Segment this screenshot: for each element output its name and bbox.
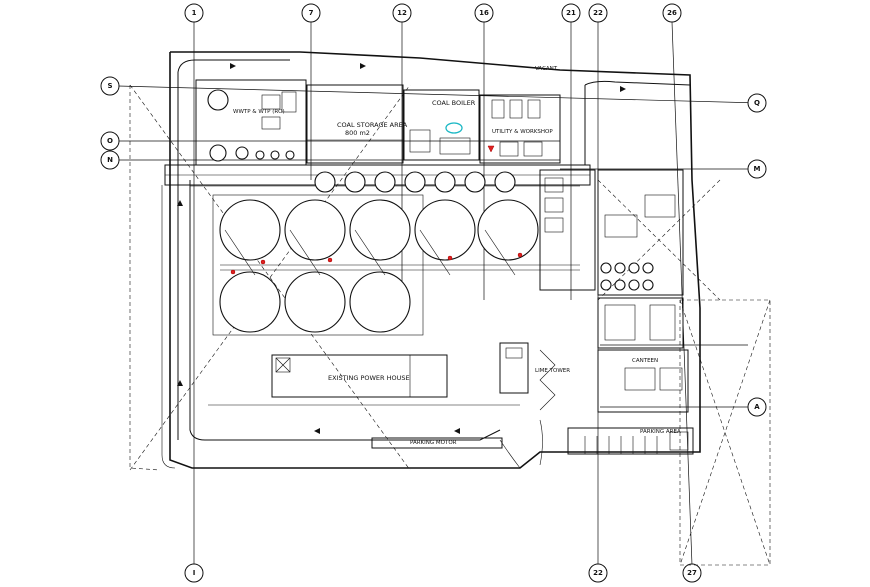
svg-text:COAL STORAGE AREA: COAL STORAGE AREA xyxy=(337,121,408,129)
grid-bubbles-right: Q M A xyxy=(747,93,767,417)
svg-text:EXISTING POWER HOUSE: EXISTING POWER HOUSE xyxy=(328,374,410,382)
svg-text:800 m2: 800 m2 xyxy=(345,129,370,137)
grid-bubble-A: A xyxy=(747,397,767,417)
grid-bubble-27: 27 xyxy=(682,563,702,583)
svg-text:22: 22 xyxy=(593,9,603,17)
svg-text:WWTP & WTP (RO): WWTP & WTP (RO) xyxy=(233,109,285,115)
svg-text:O: O xyxy=(107,137,113,145)
svg-text:N: N xyxy=(107,156,113,164)
grid-bubble-M: M xyxy=(747,159,767,179)
wtp-block: WWTP & WTP (RO) xyxy=(195,79,307,166)
grid-bubble-N: N xyxy=(100,150,120,170)
grid-bubbles-left: S O N xyxy=(100,76,120,170)
roads xyxy=(161,59,691,469)
svg-text:26: 26 xyxy=(667,9,677,17)
grid-bubble-O: O xyxy=(100,131,120,151)
grid-bubble-7: 7 xyxy=(301,3,321,23)
svg-text:CANTEEN: CANTEEN xyxy=(632,358,658,364)
svg-text:VACANT: VACANT xyxy=(535,66,558,72)
grid-bubble-22-bottom: 22 xyxy=(588,563,608,583)
svg-text:A: A xyxy=(754,403,760,411)
parking-area: PARKING AREA xyxy=(567,427,694,455)
svg-text:UTILITY & WORKSHOP: UTILITY & WORKSHOP xyxy=(492,129,553,135)
road-arrows xyxy=(177,63,626,434)
parking-motor: PARKING MOTOR xyxy=(371,437,503,449)
svg-text:21: 21 xyxy=(566,9,576,17)
svg-text:PARKING AREA: PARKING AREA xyxy=(640,429,681,435)
svg-text:22: 22 xyxy=(593,569,603,577)
grid-bubbles-bottom: I 22 27 xyxy=(184,563,702,583)
existing-power-house: EXISTING POWER HOUSE xyxy=(271,354,448,398)
tank-field xyxy=(212,171,580,336)
grid-bubble-26: 26 xyxy=(662,3,682,23)
svg-text:7: 7 xyxy=(309,9,314,17)
grid-bubble-22-top: 22 xyxy=(588,3,608,23)
svg-text:S: S xyxy=(107,82,112,90)
site-boundary xyxy=(129,51,771,566)
svg-text:1: 1 xyxy=(192,9,197,17)
svg-text:I: I xyxy=(193,569,196,577)
svg-text:12: 12 xyxy=(397,9,407,17)
lime-tower: LIME TOWER xyxy=(499,342,570,411)
svg-text:16: 16 xyxy=(479,9,489,17)
svg-text:LIME TOWER: LIME TOWER xyxy=(535,368,570,374)
grid-bubble-1: 1 xyxy=(184,3,204,23)
misc-labels: VACANT xyxy=(535,66,558,72)
grid-bubble-Q: Q xyxy=(747,93,767,113)
coal-boiler: COAL BOILER xyxy=(403,89,480,161)
grid-bubble-12: 12 xyxy=(392,3,412,23)
svg-text:PARKING MOTOR: PARKING MOTOR xyxy=(410,440,457,446)
right-process-block xyxy=(539,169,684,349)
coal-storage-area: COAL STORAGE AREA 800 m2 xyxy=(306,84,408,164)
grid-bubble-S: S xyxy=(100,76,120,96)
grid-bubbles-top: 1 7 12 16 21 22 26 xyxy=(184,3,682,23)
grid-bubble-I: I xyxy=(184,563,204,583)
svg-text:COAL BOILER: COAL BOILER xyxy=(432,99,476,107)
grid-bubble-16: 16 xyxy=(474,3,494,23)
utility-workshop: UTILITY & WORKSHOP xyxy=(479,94,561,164)
grid-bubble-21: 21 xyxy=(561,3,581,23)
svg-text:Q: Q xyxy=(754,99,760,107)
svg-text:M: M xyxy=(754,165,761,173)
canteen: CANTEEN xyxy=(597,349,689,413)
svg-text:27: 27 xyxy=(687,569,697,577)
